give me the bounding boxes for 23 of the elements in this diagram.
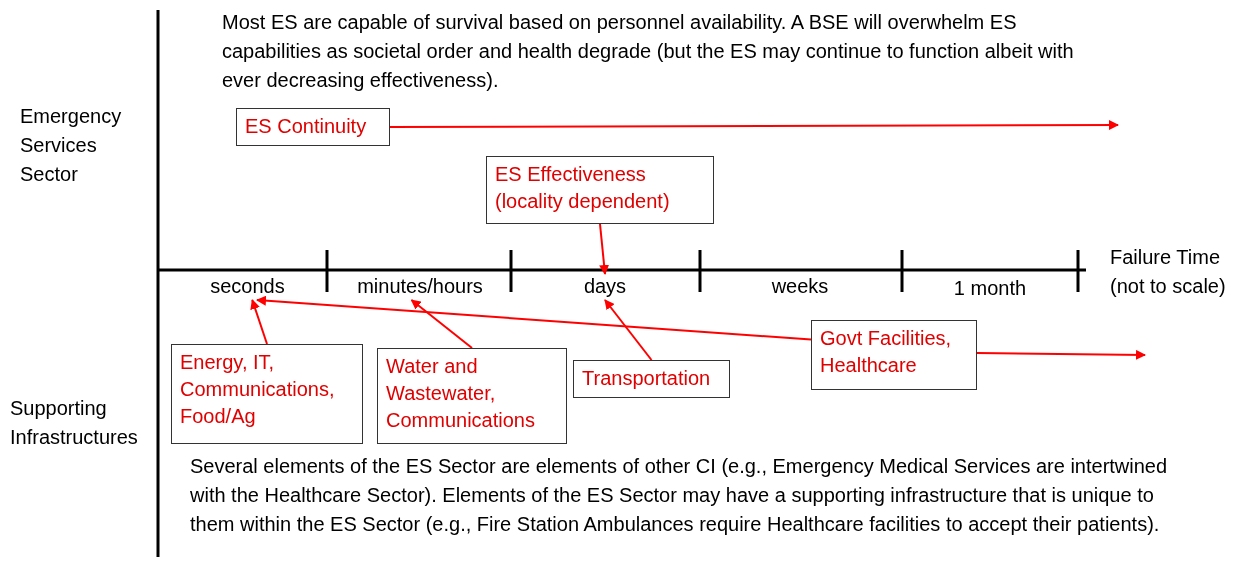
arrow: [256, 295, 812, 341]
arrow: [599, 223, 610, 275]
arrow: [410, 299, 473, 349]
paragraph: Several elements of the ES Sector are elements of other CI (e.g., Emergency Medical Services are intertwined with the Healthcare Sector). Elements of the ES Sector may have a supporting infrastructure that is unique to them within the ES Sector (e.g., Fire Station Ambulances require Healthcare facilities to accept their patients).: [190, 454, 1169, 537]
paragraph: Most ES are capable of survival based on personnel availability. A BSE will overwhelm ES capabilities as societal order and health degrade (but the ES may continue to function albeit with ever decreasing effectiveness).: [222, 10, 1075, 93]
text-box: Govt Facilities, Healthcare: [811, 320, 977, 390]
text-box: Energy, IT, Communications, Food/Ag: [171, 344, 363, 444]
time-label: seconds: [200, 274, 295, 300]
arrow: [250, 299, 268, 345]
text-box: ES Effectiveness (locality dependent): [486, 156, 714, 224]
text-box: ES Continuity: [236, 108, 390, 146]
time-label: weeks: [750, 274, 850, 300]
sector-label: Supporting Infrastructures: [10, 396, 139, 450]
axis-title: Failure Time (not to scale): [1110, 245, 1227, 299]
sector-label: Emergency Services Sector: [20, 104, 123, 187]
time-label: minutes/hours: [335, 274, 505, 300]
text-box: Water and Wastewater, Communications: [377, 348, 567, 444]
time-label: days: [565, 274, 645, 300]
arrow: [976, 349, 1146, 360]
arrow: [389, 120, 1119, 130]
time-label: 1 month: [935, 276, 1045, 302]
text-box: Transportation: [573, 360, 730, 398]
arrow: [604, 299, 653, 361]
